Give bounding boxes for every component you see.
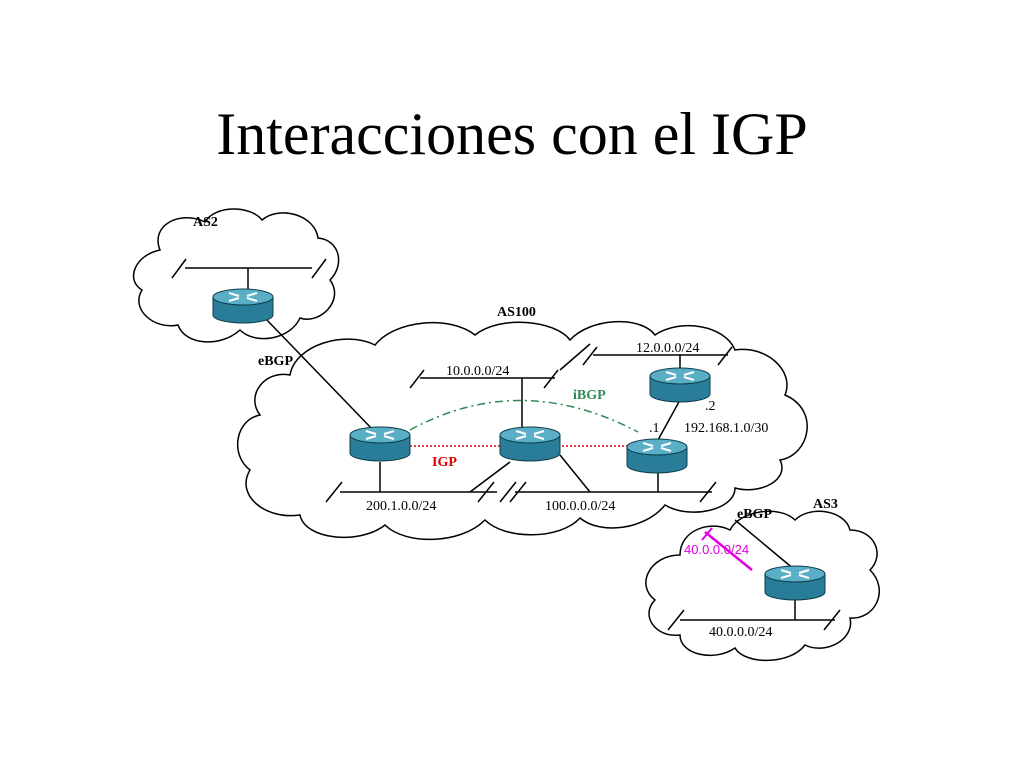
router-icon <box>349 426 411 462</box>
label-if-1: .1 <box>649 421 660 436</box>
lan-12 <box>582 346 733 375</box>
ibgp-session <box>409 399 639 433</box>
lan-10 <box>409 369 559 430</box>
label-ebgp-as2: eBGP <box>258 354 293 369</box>
link-central-lan <box>469 461 511 493</box>
router-icon <box>626 438 688 474</box>
label-as3: AS3 <box>813 497 838 512</box>
label-net-200: 200.1.0.0/24 <box>366 499 436 514</box>
ebgp-link-as3 <box>734 519 796 571</box>
label-ibgp: iBGP <box>573 388 606 403</box>
slide-title: Interacciones con el IGP <box>216 101 808 167</box>
link-40-tick <box>701 527 713 541</box>
label-net-192: 192.168.1.0/30 <box>684 421 768 436</box>
label-if-2: .2 <box>705 399 716 414</box>
label-as100: AS100 <box>497 305 536 320</box>
link-192 <box>657 399 681 441</box>
link-40-magenta <box>704 531 753 571</box>
label-net-10: 10.0.0.0/24 <box>446 364 509 379</box>
router-icon <box>764 565 826 601</box>
link-stub <box>559 343 591 371</box>
label-net-40-link: 40.0.0.0/24 <box>684 542 749 557</box>
label-net-100: 100.0.0.0/24 <box>545 499 615 514</box>
label-net-12: 12.0.0.0/24 <box>636 341 699 356</box>
cloud-as3 <box>645 510 880 662</box>
ebgp-link-as2 <box>264 317 376 433</box>
lan-100 <box>499 454 717 503</box>
label-ebgp-as3: eBGP <box>737 507 772 522</box>
label-net-40: 40.0.0.0/24 <box>709 625 772 640</box>
label-as2: AS2 <box>193 215 218 230</box>
cloud-as2 <box>132 208 340 343</box>
router-icon <box>499 426 561 462</box>
router-icon <box>212 288 274 324</box>
label-igp: IGP <box>432 455 457 470</box>
router-icon <box>649 367 711 403</box>
